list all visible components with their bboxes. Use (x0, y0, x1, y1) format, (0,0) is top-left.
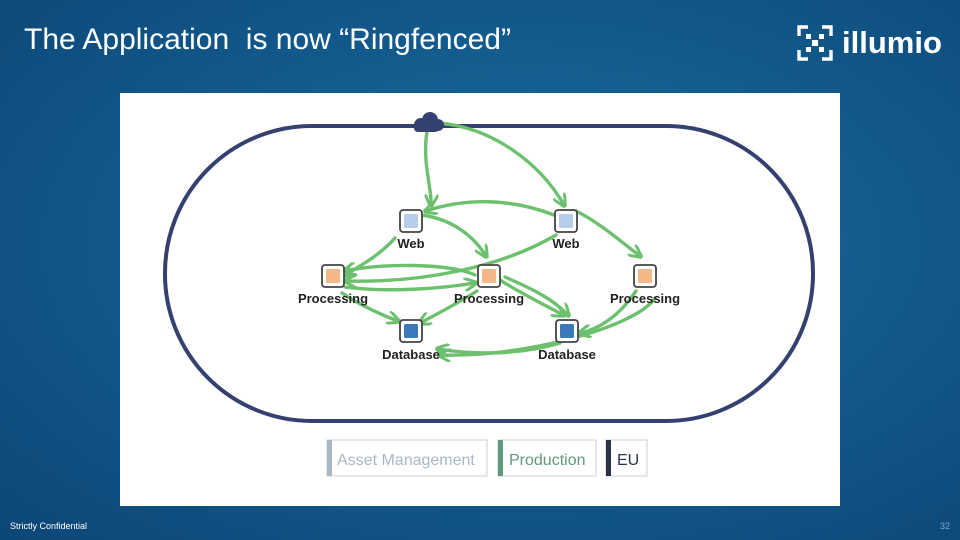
node-web2[interactable]: Web (552, 209, 580, 251)
flow-proc1-proc2 (343, 283, 475, 290)
node-processing2[interactable]: Processing (454, 264, 524, 306)
node-label: Web (552, 236, 579, 251)
illumio-logo-icon (797, 25, 833, 61)
diagram-panel: Web Web Processing Processing Processing… (120, 93, 840, 506)
node-processing3[interactable]: Processing (610, 264, 680, 306)
node-label: Processing (454, 291, 524, 306)
node-database1[interactable]: Database (382, 319, 440, 362)
page-number: 32 (939, 521, 950, 531)
logo-text: illumio (842, 25, 942, 60)
label-asset-management: Asset Management (326, 439, 488, 477)
flow-proc2-db1 (420, 289, 479, 323)
node-label: Processing (610, 291, 680, 306)
flow-internet-web1 (423, 129, 431, 205)
flow-internet-web2 (436, 121, 564, 205)
ringfence-boundary (163, 124, 815, 423)
flow-proc2-proc1 (345, 265, 477, 277)
label-text: Production (509, 452, 586, 469)
node-label: Database (382, 347, 440, 362)
node-label: Database (538, 347, 596, 362)
ringfence-diagram: Web Web Processing Processing Processing… (163, 112, 815, 477)
illumio-logo: illumio (796, 22, 946, 64)
flow-proc3-db2 (580, 289, 638, 333)
flow-web2-proc1 (346, 233, 558, 281)
node-label: Web (397, 236, 424, 251)
node-label: Processing (298, 291, 368, 306)
node-processing1[interactable]: Processing (298, 264, 368, 306)
confidential-notice: Strictly Confidential (10, 521, 88, 531)
flow-proc1-db1 (340, 291, 398, 321)
cloud-icon (414, 112, 444, 132)
label-text: Asset Management (337, 452, 475, 469)
node-database2[interactable]: Database (538, 319, 596, 362)
slide-title: The Application is now “Ringfenced” (24, 23, 511, 56)
label-eu: EU (605, 439, 648, 477)
flow-proc2-db2b (503, 275, 568, 315)
flow-web2-web1 (426, 200, 556, 217)
flow-web2-proc3 (574, 209, 640, 256)
flow-web1-proc2 (418, 213, 486, 256)
label-production: Production (497, 439, 597, 477)
label-text: EU (617, 452, 639, 469)
node-web1[interactable]: Web (397, 209, 425, 251)
